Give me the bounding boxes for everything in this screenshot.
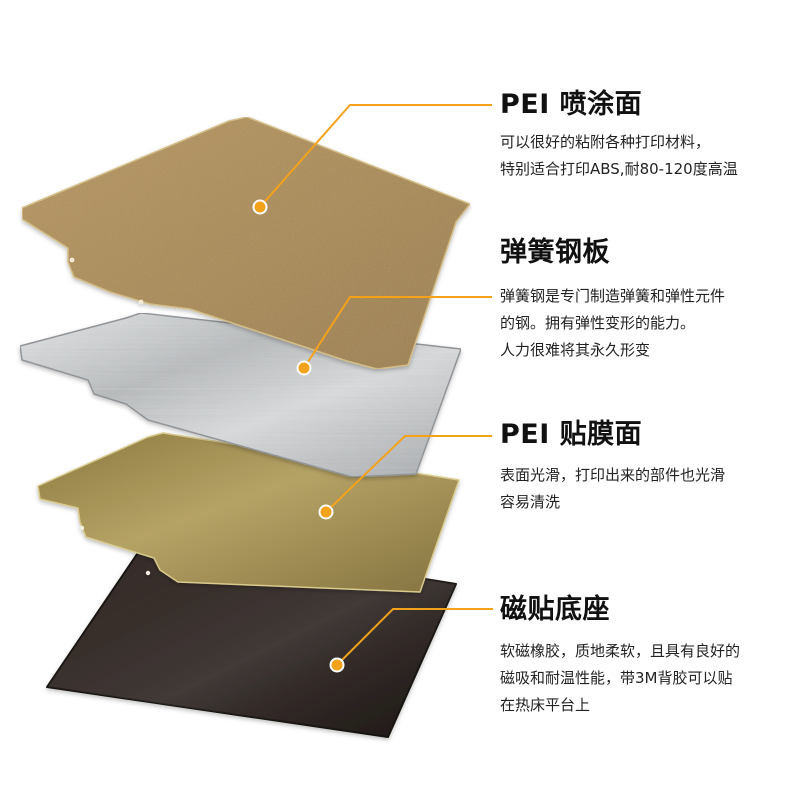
callout-dot-spray	[252, 199, 268, 215]
description-line: 表面光滑，打印出来的部件也光滑	[500, 466, 726, 484]
leader-line-spray	[259, 104, 492, 208]
layer-description: 软磁橡胶，质地柔软，且具有良好的 磁吸和耐温性能，带3M背胶可以贴 在热床平台上	[500, 638, 740, 719]
layer-title: 磁贴底座	[500, 594, 610, 625]
layer-block-film: PEI 贴膜面 表面光滑，打印出来的部件也光滑 容易清洗	[500, 418, 725, 516]
layer-title: PEI 贴膜面	[500, 419, 643, 450]
layer-title: 弹簧钢板	[500, 237, 610, 268]
leader-line-film	[325, 435, 492, 513]
description-line: 在热床平台上	[500, 696, 591, 714]
callout-leaders	[259, 104, 493, 666]
callout-dot-base	[329, 657, 345, 673]
description-line: 容易清洗	[500, 493, 561, 511]
layer-block-base: 磁贴底座 软磁橡胶，质地柔软，且具有良好的 磁吸和耐温性能，带3M背胶可以贴 在…	[500, 593, 740, 719]
pei-spray-sheet	[21, 116, 471, 370]
layer-description: 弹簧钢是专门制造弹簧和弹性元件 的钢。拥有弹性变形的能力。 人力很难将其永久形变	[500, 283, 725, 364]
layer-description: 可以很好的粘附各种打印材料， 特别适合打印ABS,耐80-120度高温	[500, 129, 738, 183]
description-line: 的钢。拥有弹性变形的能力。	[500, 314, 696, 332]
description-line: 特别适合打印ABS,耐80-120度高温	[500, 160, 738, 178]
leader-line-base	[336, 608, 493, 666]
layer-title: PEI 喷涂面	[500, 89, 643, 120]
description-line: 磁吸和耐温性能，带3M背胶可以贴	[500, 669, 733, 687]
layer-block-steel: 弹簧钢板 弹簧钢是专门制造弹簧和弹性元件 的钢。拥有弹性变形的能力。 人力很难将…	[500, 236, 725, 364]
callout-dots	[252, 199, 345, 673]
callout-dot-film	[318, 504, 334, 520]
description-line: 人力很难将其永久形变	[500, 341, 651, 359]
description-line: 弹簧钢是专门制造弹簧和弹性元件	[500, 287, 726, 305]
description-line: 可以很好的粘附各种打印材料，	[500, 133, 711, 151]
leader-line-steel	[303, 296, 492, 369]
layer-description: 表面光滑，打印出来的部件也光滑 容易清洗	[500, 462, 725, 516]
callout-dot-steel	[296, 360, 312, 376]
layer-block-spray: PEI 喷涂面 可以很好的粘附各种打印材料， 特别适合打印ABS,耐80-120…	[500, 88, 738, 183]
description-line: 软磁橡胶，质地柔软，且具有良好的	[500, 642, 741, 660]
